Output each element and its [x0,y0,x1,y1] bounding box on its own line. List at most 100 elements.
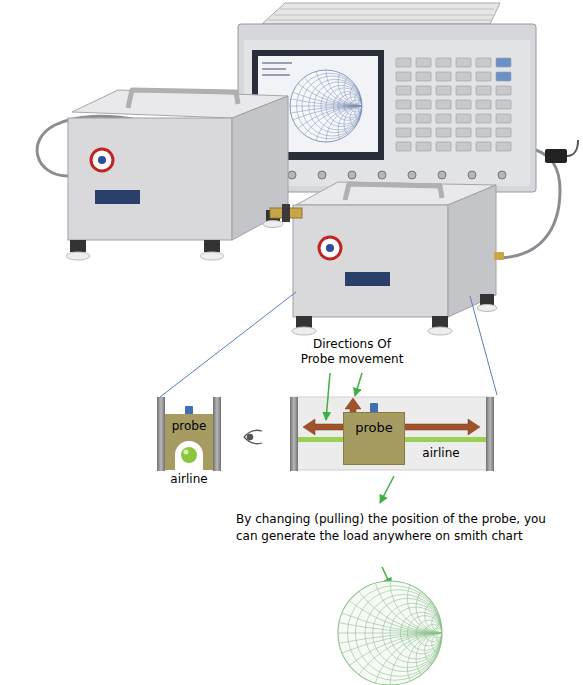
keypad [496,72,511,81]
keypad [436,142,451,151]
port [498,171,506,179]
tuner-box [204,240,220,252]
probe-box: probe [343,412,405,465]
tuner-box [263,221,283,228]
port [468,171,476,179]
tuner-box [448,185,496,317]
network-analyzer [262,68,286,70]
network-analyzer [268,20,491,21]
keypad [456,142,471,151]
node-text: probe [355,420,393,436]
keypad [476,114,491,123]
explanation-note: By changing (pulling) the position of th… [236,511,548,545]
smith-grid [0,633,583,685]
port [318,171,326,179]
keypad [476,142,491,151]
network-analyzer [262,74,290,76]
tuner-box [480,294,494,305]
tuner-box [70,240,86,252]
keypad [416,72,431,81]
tuner-box [98,156,106,164]
keypad [456,58,471,67]
keypad [496,128,511,137]
tuner-box [95,190,140,204]
keypad [396,100,411,109]
airline-label: airline [412,446,470,461]
end-view [213,397,221,471]
leader-arrow [380,476,394,503]
smith-chart [338,581,442,685]
zoom-line [160,292,497,397]
port [438,171,446,179]
smith-grid [390,633,494,685]
smith-grid [259,0,465,106]
smith-grid [182,113,583,633]
keypad [396,86,411,95]
tuner-box [345,184,442,200]
network-analyzer [280,9,494,10]
eye-icon [247,434,252,439]
side-view [290,397,298,471]
rf-connector [270,204,302,222]
leader-arrow [326,373,330,420]
side-view [486,397,494,471]
zoom-line [160,292,296,397]
keypad [416,128,431,137]
screen-smith-chart [290,70,362,142]
keypad [416,114,431,123]
airline-label: airline [160,472,218,487]
side-view [290,397,494,471]
rf-connector [494,252,504,260]
zoom-line [470,296,497,395]
smith-grid [416,581,468,633]
keypad [436,128,451,137]
keypad [476,58,491,67]
keypad [496,100,511,109]
tuner-box [68,118,232,240]
keypad [416,86,431,95]
smith-grid [338,633,442,634]
power-adapter [545,149,567,163]
smith-grid [407,564,476,633]
keypad [396,142,411,151]
tuner-box [319,237,341,259]
movement-note: Directions Of Probe movement [296,337,408,367]
keypad [496,58,511,67]
keypad [476,128,491,137]
smith-grid [290,106,362,107]
airline-ball [184,450,189,455]
smith-grid [2,0,583,106]
smith-chart [338,581,442,685]
keypad [456,114,471,123]
network-analyzer [262,62,292,64]
keypad [396,114,411,123]
port [258,171,506,179]
rf-connector [282,204,290,222]
end-view [157,397,221,471]
smith-grid [314,10,410,106]
keypad [396,58,511,151]
tuner-box [432,316,448,328]
tuner-box [91,149,113,171]
smith-grid [338,633,546,685]
keypad [436,58,451,67]
keypad [496,142,511,151]
keypad [436,100,451,109]
tuner-box [477,305,497,312]
tuner-box [66,252,90,260]
smith-grid [182,633,583,685]
keypad [416,100,431,109]
smith-grid [373,633,512,685]
smith-grid [326,34,398,106]
end-view [157,397,165,471]
keypad [396,128,411,137]
port [408,171,416,179]
network-analyzer [262,3,500,24]
screen-smith-chart [290,70,362,142]
network-analyzer [274,15,493,16]
smith-grid [390,529,494,633]
